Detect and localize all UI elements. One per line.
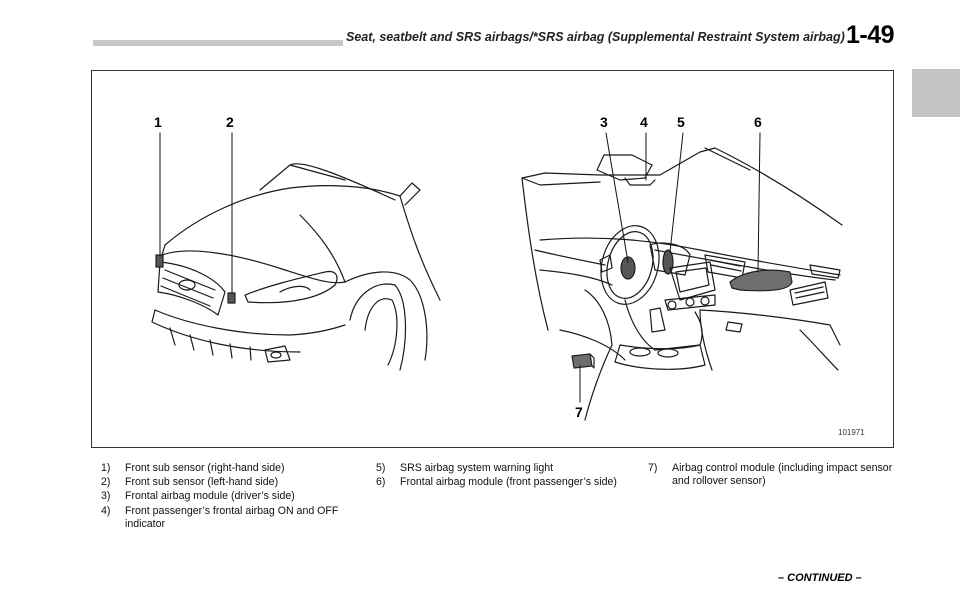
continued-marker: – CONTINUED – <box>778 572 862 584</box>
legend-item: 7) Airbag control module (including impa… <box>648 462 894 488</box>
callout-leader-lines <box>159 132 761 403</box>
legend-text: Airbag control module (including impact … <box>672 462 893 488</box>
page-number: 1-49 <box>846 21 895 49</box>
callout-7: 7 <box>575 404 583 420</box>
legend-item: 6) Frontal airbag module (front passenge… <box>376 476 626 489</box>
legend-text: Front sub sensor (left-hand side) <box>125 476 279 489</box>
legend-number: 2) <box>101 476 111 489</box>
legend-column-1: 1) Front sub sensor (right-hand side) 2)… <box>101 462 353 532</box>
legend-column-3: 7) Airbag control module (including impa… <box>648 462 894 489</box>
legend-number: 6) <box>376 476 386 489</box>
legend-number: 1) <box>101 462 111 474</box>
figure-id: 101971 <box>838 428 865 437</box>
legend-item: 1) Front sub sensor (right-hand side) <box>101 462 353 475</box>
illustration-frame <box>91 70 894 448</box>
legend-item: 3) Frontal airbag module (driver’s side) <box>101 490 353 503</box>
legend-number: 3) <box>101 490 111 503</box>
legend-column-2: 5) SRS airbag system warning light 6) Fr… <box>376 462 626 490</box>
car-interior-drawing <box>521 147 843 421</box>
legend-item: 4) Front passenger’s frontal airbag ON a… <box>101 505 353 531</box>
callout-1: 1 <box>154 114 162 130</box>
callout-3: 3 <box>600 114 608 130</box>
legend-item: 5) SRS airbag system warning light <box>376 462 626 475</box>
callout-2: 2 <box>226 114 234 130</box>
legend-item: 2) Front sub sensor (left-hand side) <box>101 476 353 489</box>
legend-text: Front passenger’s frontal airbag ON and … <box>125 504 339 530</box>
legend-text: Frontal airbag module (front passenger’s… <box>400 476 617 489</box>
chapter-side-tab <box>912 69 960 117</box>
car-exterior-drawing <box>151 163 441 371</box>
legend-text: Front sub sensor (right-hand side) <box>125 462 285 474</box>
header-rule <box>93 40 343 46</box>
callout-5: 5 <box>677 114 685 130</box>
legend-text: SRS airbag system warning light <box>400 462 554 474</box>
page-header-title: Seat, seatbelt and SRS airbags/*SRS airb… <box>346 30 845 44</box>
legend-number: 5) <box>376 462 386 474</box>
legend-number: 7) <box>648 462 658 474</box>
callout-6: 6 <box>754 114 762 130</box>
legend-number: 4) <box>101 504 111 517</box>
callout-4: 4 <box>640 114 648 130</box>
legend-text: Frontal airbag module (driver’s side) <box>125 490 295 503</box>
